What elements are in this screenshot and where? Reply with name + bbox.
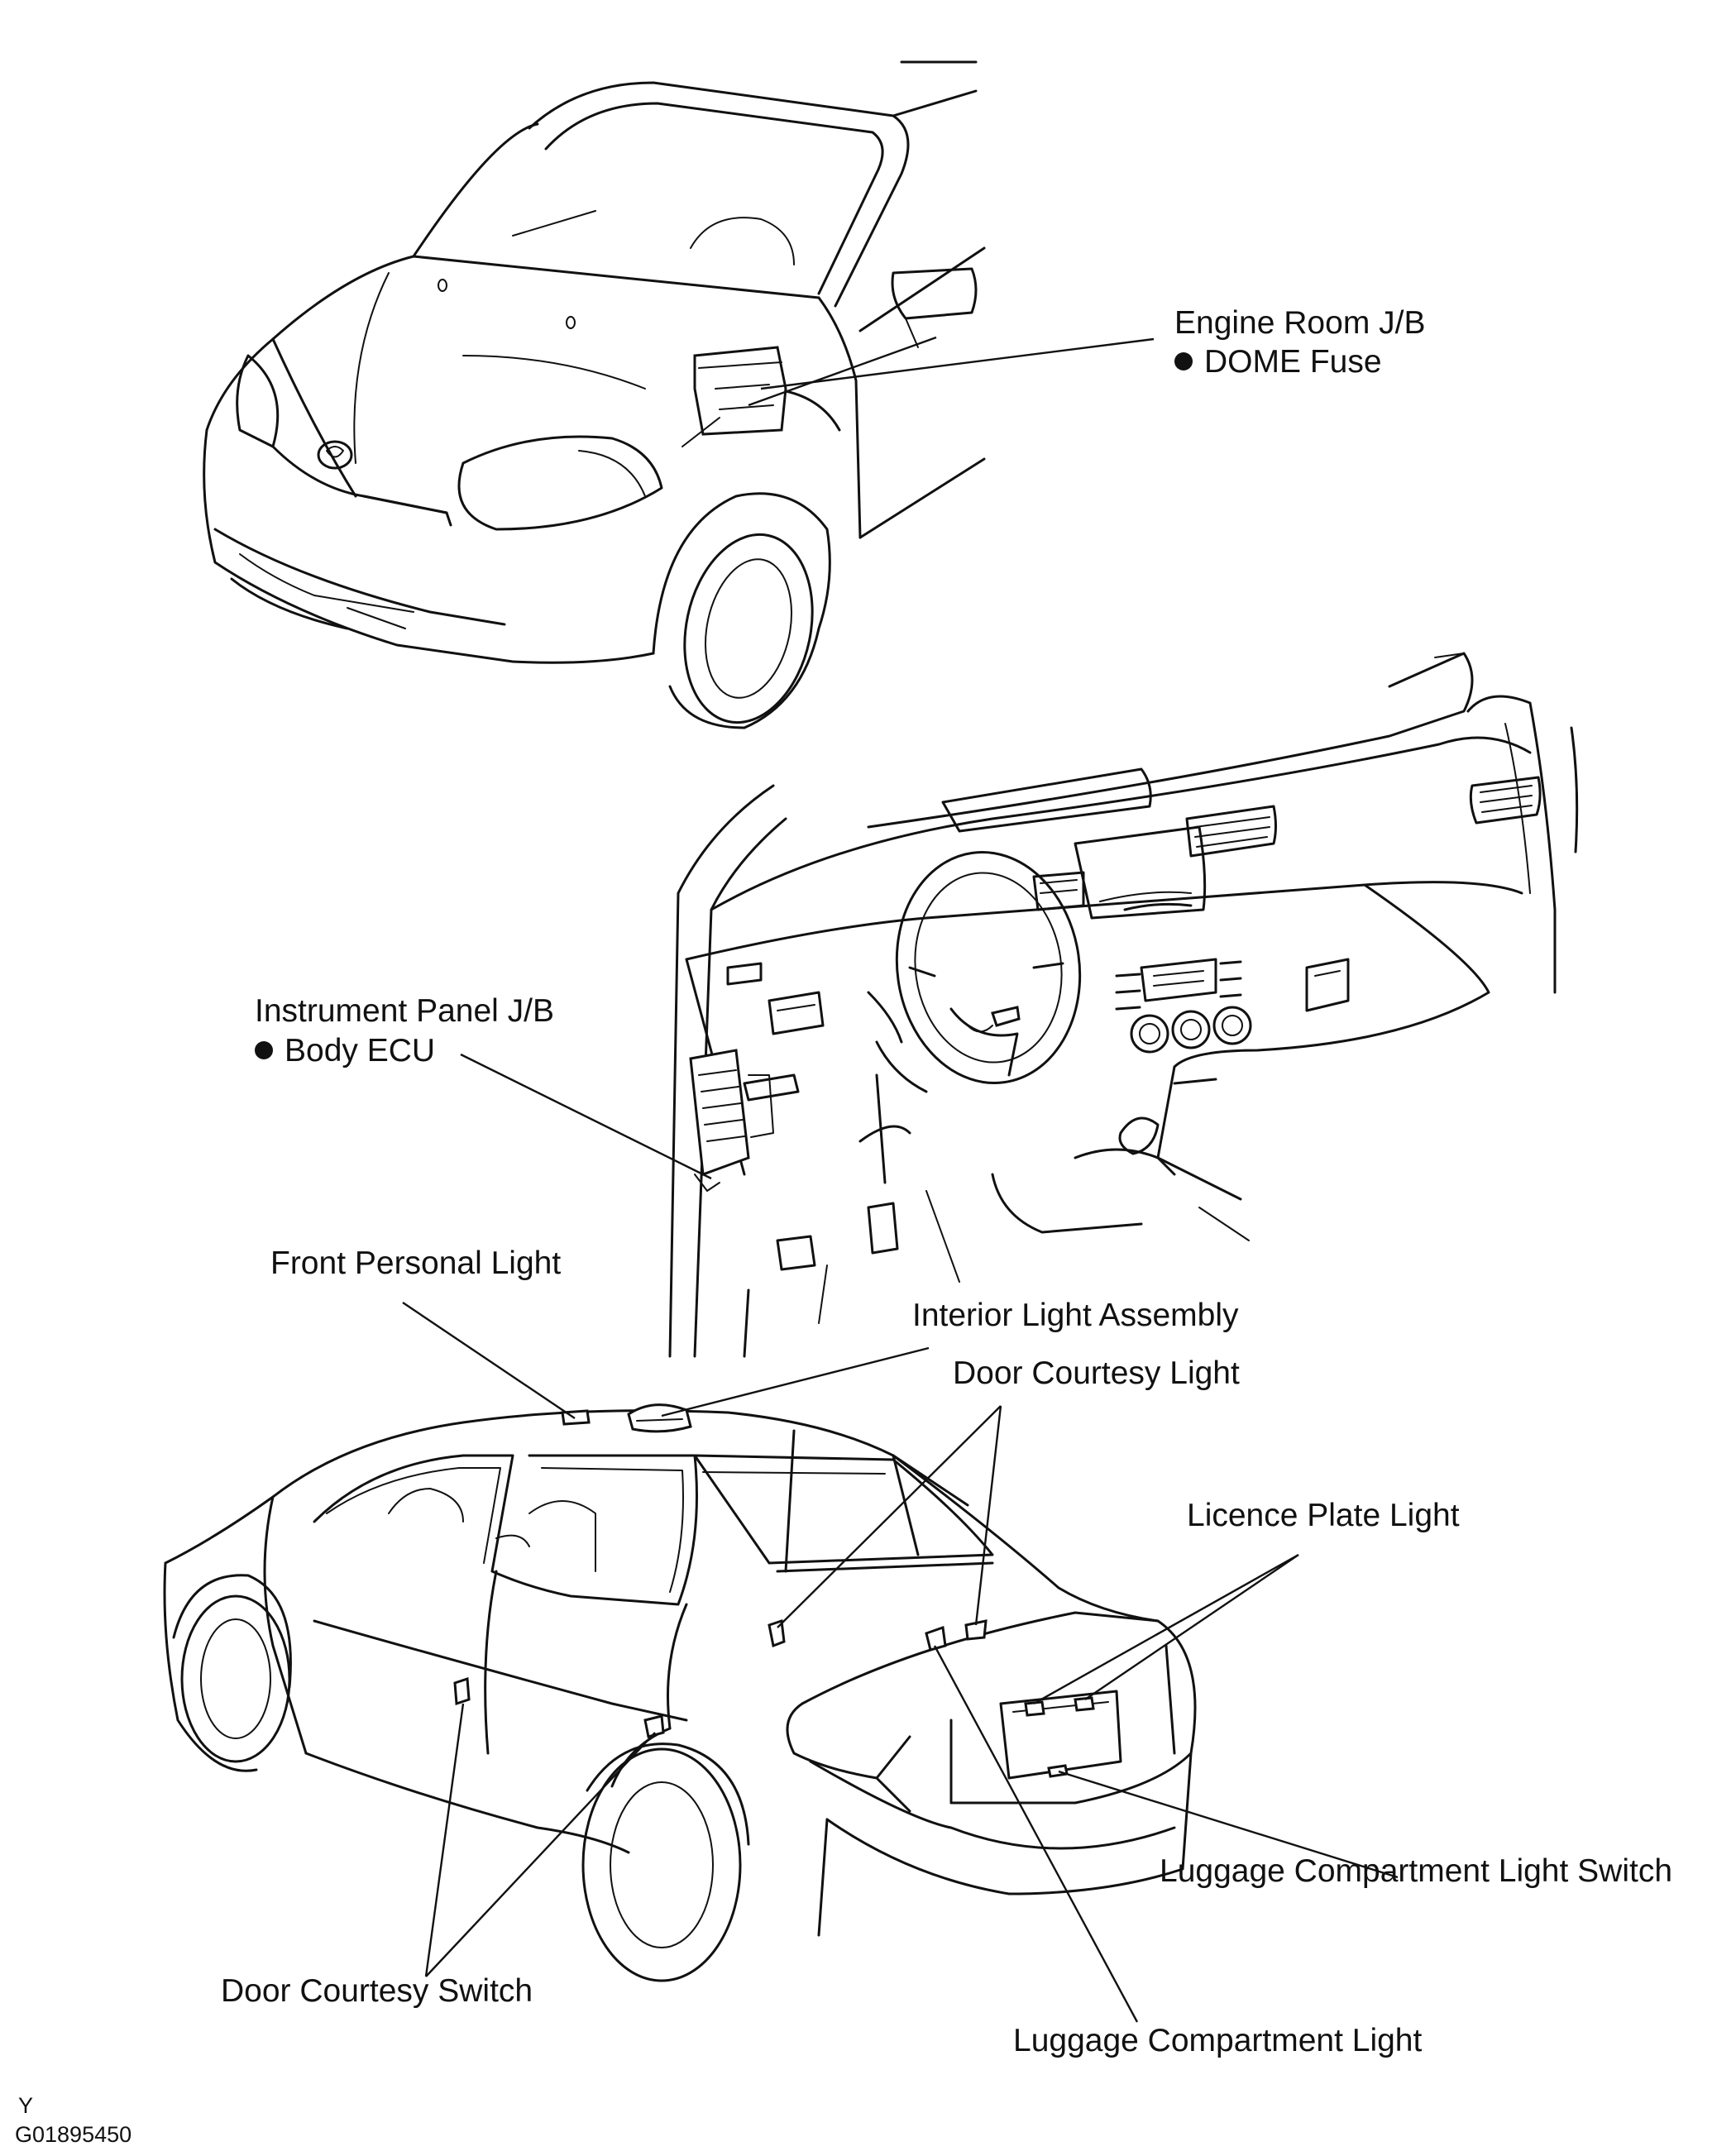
luggage-light-leader	[933, 1645, 1139, 2023]
footer-mark: Y	[18, 2093, 34, 2118]
label-luggage-compartment-light-switch: Luggage Compartment Light Switch	[1160, 1853, 1673, 1889]
bullet-icon	[1174, 352, 1193, 370]
rear-car-illustration	[163, 1403, 1197, 1982]
label-engine-room-jb: Engine Room J/B	[1174, 305, 1426, 341]
label-door-courtesy-switch: Door Courtesy Switch	[221, 1973, 533, 2009]
label-licence-plate-light: Licence Plate Light	[1187, 1498, 1460, 1533]
front-car-illustration	[203, 60, 986, 729]
dashboard-illustration	[668, 652, 1579, 1358]
front-personal-light-leader	[402, 1302, 576, 1419]
licence-plate-light-leader-1	[1033, 1553, 1299, 1705]
door-courtesy-light-leader-1	[777, 1405, 1002, 1628]
label-luggage-compartment-light: Luggage Compartment Light	[1013, 2023, 1423, 2058]
luggage-switch-leader	[1058, 1770, 1399, 1879]
door-courtesy-switch-leader-1	[424, 1703, 465, 1977]
dome-fuse-leader	[748, 336, 937, 407]
licence-plate-light-leader-2	[1084, 1554, 1299, 1700]
bullet-icon	[255, 1041, 273, 1059]
door-courtesy-switch-leader-2	[425, 1732, 656, 1977]
figure-code: G01895450	[15, 2122, 132, 2147]
engine-room-jb-leader	[760, 337, 1155, 390]
label-dome-fuse: DOME Fuse	[1174, 343, 1382, 381]
label-door-courtesy-light: Door Courtesy Light	[953, 1355, 1240, 1391]
instrument-panel-jb-leader	[460, 1053, 712, 1180]
label-body-ecu: Body ECU	[255, 1032, 435, 1070]
door-courtesy-light-leader-2	[974, 1405, 1002, 1626]
interior-light-assembly-leader	[661, 1346, 930, 1417]
label-interior-light-assembly: Interior Light Assembly	[912, 1298, 1239, 1333]
label-instrument-panel-jb: Instrument Panel J/B	[255, 993, 555, 1029]
label-front-personal-light: Front Personal Light	[270, 1245, 562, 1281]
